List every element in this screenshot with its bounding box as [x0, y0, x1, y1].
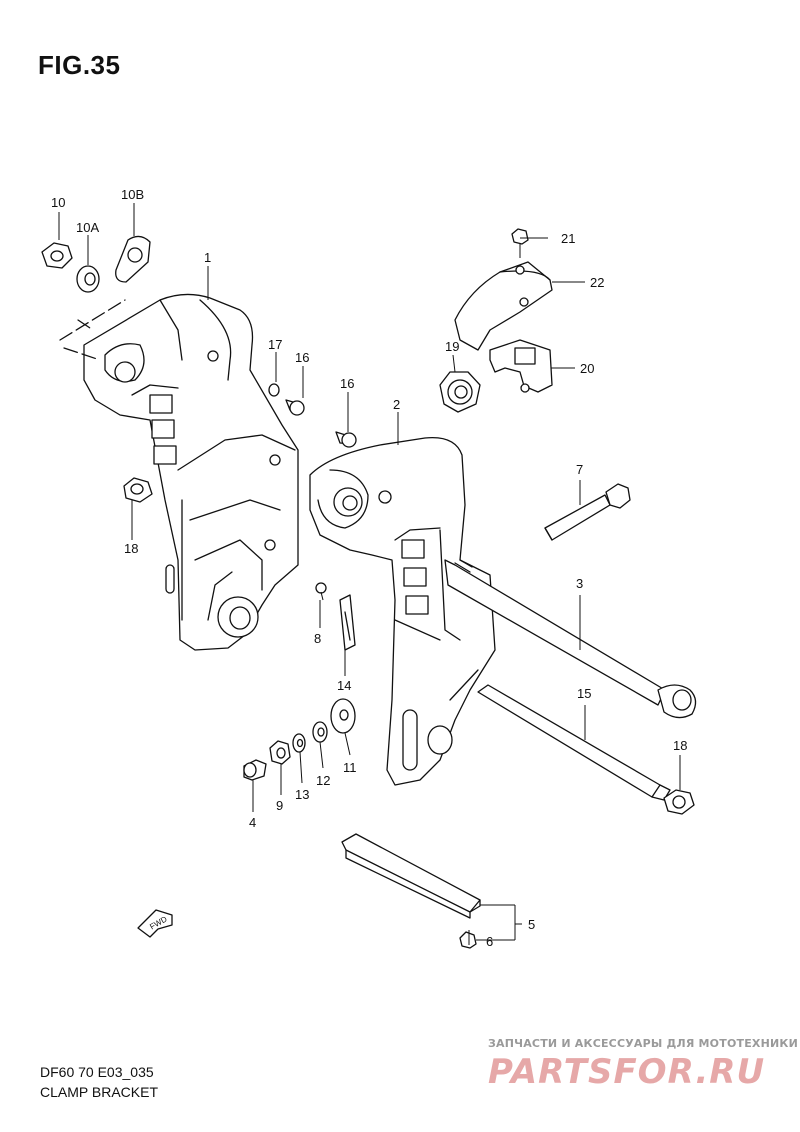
- callout-19: 19: [445, 339, 459, 354]
- callout-16-lower: 16: [340, 376, 354, 391]
- callout-21: 21: [561, 231, 575, 246]
- callout-9: 9: [276, 798, 283, 813]
- part-16-bolt-upper[interactable]: [285, 399, 305, 416]
- part-10-nut[interactable]: [41, 242, 73, 269]
- callout-1: 1: [204, 250, 211, 265]
- callout-12: 12: [316, 773, 330, 788]
- callout-10: 10: [51, 195, 65, 210]
- callout-4: 4: [249, 815, 256, 830]
- callout-18-lower: 18: [673, 738, 687, 753]
- callout-10a: 10A: [76, 220, 99, 235]
- part-12-washer[interactable]: [312, 721, 328, 743]
- part-15-shaft[interactable]: [477, 684, 671, 801]
- callout-8: 8: [314, 631, 321, 646]
- callout-7: 7: [576, 462, 583, 477]
- part-19-grommet[interactable]: [439, 371, 481, 413]
- part-16-bolt-lower[interactable]: [335, 431, 357, 448]
- model-code: DF60 70 E03_035: [40, 1064, 154, 1080]
- callout-6: 6: [486, 934, 493, 949]
- callout-labels: 10 10A 10B 1 17 16 16 18 2 8 14 11 12 13…: [51, 187, 687, 949]
- part-9-nut[interactable]: [269, 740, 291, 765]
- callout-18-upper: 18: [124, 541, 138, 556]
- part-14-clip[interactable]: [339, 594, 356, 651]
- fwd-arrow-icon: FWD: [137, 909, 173, 938]
- watermark-logo: PARTSFOR.RU: [488, 1052, 766, 1092]
- watermark-tagline: ЗАПЧАСТИ И АКСЕССУАРЫ ДЛЯ МОТОТЕХНИКИ: [488, 1037, 798, 1050]
- callout-14: 14: [337, 678, 351, 693]
- callout-2: 2: [393, 397, 400, 412]
- part-18-nut-lower[interactable]: [663, 789, 695, 815]
- part-10a-washer[interactable]: [76, 265, 100, 293]
- callout-10b: 10B: [121, 187, 144, 202]
- callout-17: 17: [268, 337, 282, 352]
- part-21-bolt[interactable]: [511, 228, 548, 258]
- leader-lines: [58, 203, 681, 941]
- part-18-nut-upper[interactable]: [123, 477, 153, 503]
- part-8-screw[interactable]: [315, 582, 327, 601]
- callout-11: 11: [343, 760, 357, 775]
- part-7-bolt[interactable]: [544, 483, 631, 541]
- callout-22: 22: [590, 275, 604, 290]
- callout-16-upper: 16: [295, 350, 309, 365]
- part-11-washer[interactable]: [330, 698, 356, 734]
- part-13-lock-washer[interactable]: [292, 733, 306, 753]
- part-2-clamp-bracket-right[interactable]: [309, 436, 496, 786]
- part-20-holder[interactable]: [489, 339, 553, 393]
- callout-20: 20: [580, 361, 594, 376]
- callout-5: 5: [528, 917, 535, 932]
- part-1-clamp-bracket-left[interactable]: [83, 293, 299, 651]
- part-22-cover[interactable]: [454, 261, 553, 351]
- callout-13: 13: [295, 787, 309, 802]
- figure-title: FIG.35: [38, 50, 121, 80]
- part-10b-plate[interactable]: [115, 235, 151, 283]
- callout-3: 3: [576, 576, 583, 591]
- part-4-bushing[interactable]: [243, 759, 267, 781]
- part-17-washer[interactable]: [268, 383, 280, 397]
- part-5-stopper-plate[interactable]: [341, 833, 481, 919]
- callout-15: 15: [577, 686, 591, 701]
- figure-name: CLAMP BRACKET: [40, 1084, 158, 1100]
- part-6-bolt[interactable]: [459, 930, 477, 949]
- part-3-tilt-tube[interactable]: [444, 559, 697, 719]
